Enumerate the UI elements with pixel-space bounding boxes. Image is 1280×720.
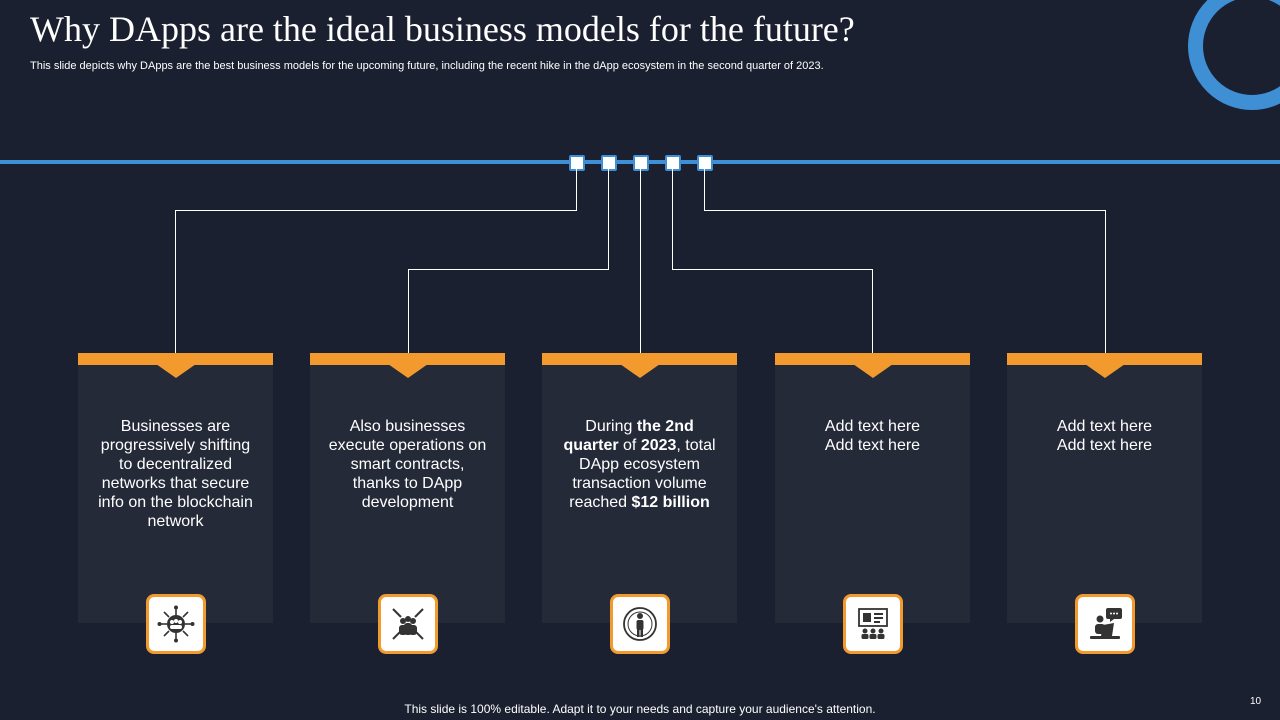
card-header-bar	[542, 353, 737, 365]
person-target-icon	[610, 594, 670, 654]
card-text: Businesses are progressively shifting to…	[98, 418, 253, 530]
info-card-4: Add text here Add text here	[775, 353, 970, 623]
card-notch	[155, 364, 196, 378]
connector-node-2	[601, 155, 617, 171]
card-notch	[1084, 364, 1125, 378]
presentation-audience-icon	[843, 594, 903, 654]
page-number: 10	[1250, 696, 1262, 707]
card-header-bar	[310, 353, 505, 365]
laptop-chat-icon	[1075, 594, 1135, 654]
card-notch	[387, 364, 428, 378]
card-text: Also businesses execute operations on sm…	[328, 418, 487, 511]
connector-node-4	[665, 155, 681, 171]
card-notch	[852, 364, 893, 378]
connector-node-5	[697, 155, 713, 171]
footer-note: This slide is 100% editable. Adapt it to…	[404, 702, 876, 716]
team-arrows-icon	[378, 594, 438, 654]
card-text[interactable]: Add text here Add text here	[824, 418, 921, 454]
info-card-1: Businesses are progressively shifting to…	[78, 353, 273, 623]
card-header-bar	[1007, 353, 1202, 365]
card-text[interactable]: Add text here Add text here	[1056, 418, 1153, 454]
card-text: During the 2nd quarter of 2023, total DA…	[563, 418, 716, 511]
info-card-2: Also businesses execute operations on sm…	[310, 353, 505, 623]
card-header-bar	[78, 353, 273, 365]
connector-node-1	[569, 155, 585, 171]
card-header-bar	[775, 353, 970, 365]
info-card-5: Add text here Add text here	[1007, 353, 1202, 623]
network-people-icon	[146, 594, 206, 654]
slide-subtitle: This slide depicts why DApps are the bes…	[30, 60, 824, 72]
card-notch	[619, 364, 660, 378]
decorative-ring	[1188, 0, 1280, 110]
slide-title: Why DApps are the ideal business models …	[30, 9, 855, 49]
connector-node-3	[633, 155, 649, 171]
info-card-3: During the 2nd quarter of 2023, total DA…	[542, 353, 737, 623]
